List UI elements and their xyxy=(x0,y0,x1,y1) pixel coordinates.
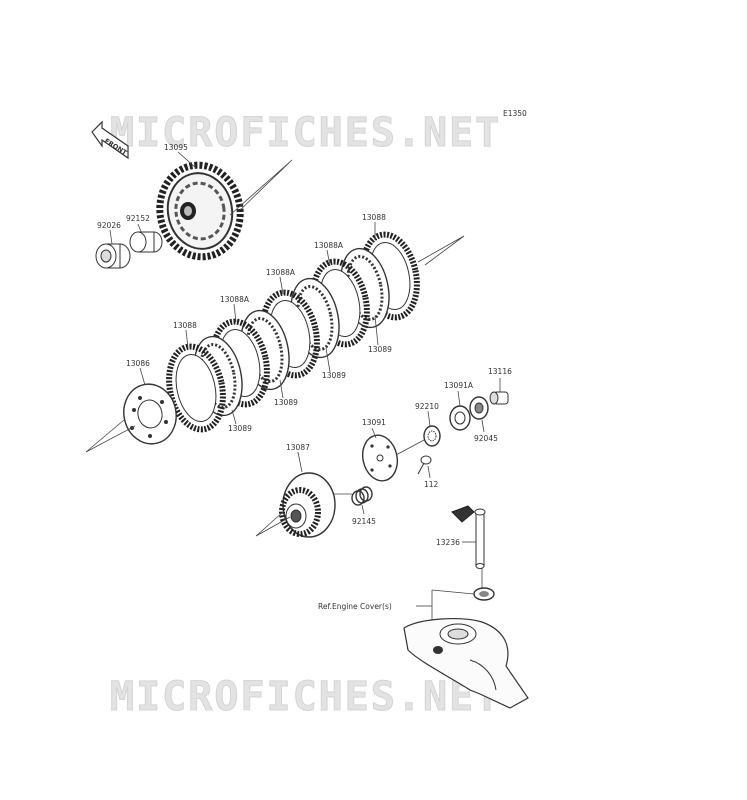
watermark-top: MICROFICHES.NET xyxy=(110,110,501,156)
leader-13091A xyxy=(457,390,461,407)
label-13088A-3: 13088A xyxy=(220,295,250,304)
leader-13091 xyxy=(371,427,377,439)
leader-13088A-2 xyxy=(279,276,284,295)
sleeve xyxy=(129,231,163,253)
axis-line-pressure-plate xyxy=(85,419,136,453)
release-shaft-13236 xyxy=(451,505,486,569)
leader-92026 xyxy=(109,229,113,245)
leader-13088A-3 xyxy=(233,303,237,323)
axis-line-spring-plate xyxy=(395,439,425,456)
pressure-plate xyxy=(123,383,177,445)
label-13236: 13236 xyxy=(436,538,460,547)
leader-13095 xyxy=(177,151,197,169)
leader-13089-3 xyxy=(279,379,284,399)
axis-line-housing xyxy=(229,159,293,216)
label-13116: 13116 xyxy=(488,367,512,376)
cap-13116 xyxy=(489,391,509,405)
label-13091A: 13091A xyxy=(444,381,474,390)
pusher-13091A xyxy=(449,405,471,431)
leader-13088-left xyxy=(185,329,189,349)
label-13089-1: 13089 xyxy=(368,345,392,354)
reference-note: Ref.Engine Cover(s) xyxy=(318,602,392,611)
leader-13089-2 xyxy=(325,347,331,373)
bush xyxy=(95,243,131,269)
label-92045: 92045 xyxy=(474,434,498,443)
spring-plate-13091 xyxy=(361,434,399,482)
label-13095: 13095 xyxy=(164,143,188,152)
spring-92145 xyxy=(351,486,373,506)
leader-92210 xyxy=(427,410,431,427)
diagram-code: E1350 xyxy=(503,109,527,118)
label-13088A-2: 13088A xyxy=(266,268,296,277)
label-13091: 13091 xyxy=(362,418,386,427)
label-92145: 92145 xyxy=(352,517,376,526)
leader-13088A-1 xyxy=(326,249,331,267)
clutch-hub-13087 xyxy=(279,472,336,538)
leader-92145 xyxy=(361,504,365,515)
leader-ref-to-seal xyxy=(431,589,475,595)
friction-plate-13088-left xyxy=(166,343,226,433)
label-13088A-1: 13088A xyxy=(314,241,344,250)
axis-line-hub xyxy=(255,511,291,537)
leader-13087 xyxy=(297,451,303,473)
bolt-112 xyxy=(417,455,432,475)
label-13089-3: 13089 xyxy=(274,398,298,407)
nut-92210 xyxy=(423,425,441,447)
label-92152: 92152 xyxy=(126,214,150,223)
leader-13089-4 xyxy=(231,409,237,425)
label-13089-2: 13089 xyxy=(322,371,346,380)
oil-seal xyxy=(473,587,495,601)
label-13088-top: 13088 xyxy=(362,213,386,222)
label-13086: 13086 xyxy=(126,359,150,368)
leader-13089-1 xyxy=(374,315,379,346)
label-92210: 92210 xyxy=(415,402,439,411)
label-92026: 92026 xyxy=(97,221,121,230)
label-13087: 13087 xyxy=(286,443,310,452)
label-112: 112 xyxy=(424,480,439,489)
engine-cover-fragment xyxy=(403,618,529,709)
label-13089-4: 13089 xyxy=(228,424,252,433)
leader-13086 xyxy=(139,367,146,386)
leader-92045 xyxy=(481,419,485,433)
watermark-bottom: MICROFICHES.NET xyxy=(110,674,501,720)
leader-112 xyxy=(427,465,431,479)
axis-line-plates-right xyxy=(417,235,465,266)
bearing-92045 xyxy=(469,396,489,420)
clutch-housing xyxy=(156,161,244,261)
leader-92152 xyxy=(137,223,143,235)
label-13088-left: 13088 xyxy=(173,321,197,330)
